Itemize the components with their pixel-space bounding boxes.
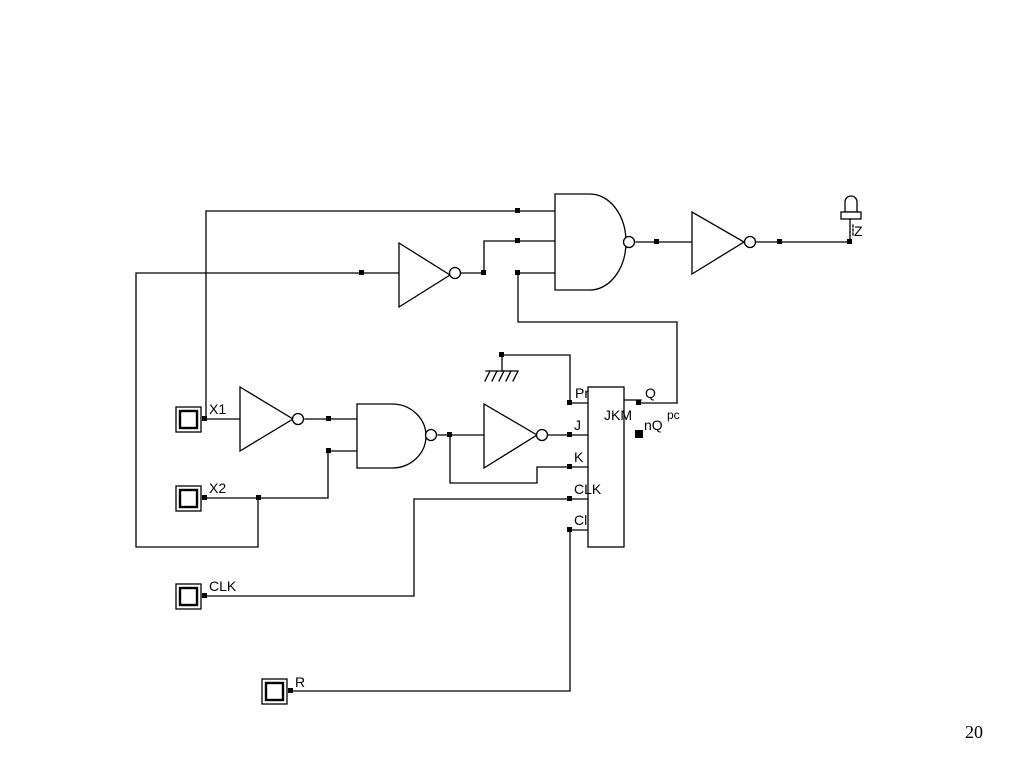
input-r[interactable]: R [261, 674, 305, 705]
ff-pin-q: Q [645, 385, 656, 401]
nand-gate-lower [356, 403, 438, 469]
junction-dots [202, 208, 852, 693]
input-x1-label: X1 [209, 401, 226, 417]
inverter-upper-left [398, 241, 462, 309]
ground-symbol [484, 370, 519, 382]
ff-name: JKM [604, 407, 632, 423]
input-clk-label: CLK [209, 578, 237, 594]
ff-pin-cl: Cl [574, 512, 587, 528]
ff-pin-pc: pc [667, 408, 680, 422]
inverter-lower-left [239, 385, 305, 453]
input-x1[interactable]: X1 [175, 401, 226, 433]
inverter-lower-right [483, 402, 549, 470]
ff-pin-clk: CLK [574, 481, 602, 497]
inverter-upper-right [691, 210, 757, 276]
ff-pin-nq: nQ [644, 417, 663, 433]
input-r-label: R [295, 674, 305, 690]
input-x2-label: X2 [209, 480, 226, 496]
output-z-probe: Z [840, 195, 863, 239]
input-x2[interactable]: X2 [175, 480, 226, 512]
ff-pin-pr: Pr [575, 385, 589, 401]
input-clk[interactable]: CLK [175, 578, 237, 610]
page-number: 20 [965, 722, 983, 742]
ff-pin-k: K [574, 449, 584, 465]
ff-pin-j: J [574, 417, 581, 433]
nand-gate-upper [554, 193, 636, 291]
jk-flip-flop: Pr Q JKM pc nQ J K CLK Cl [574, 385, 680, 548]
output-z-label: Z [854, 223, 863, 239]
